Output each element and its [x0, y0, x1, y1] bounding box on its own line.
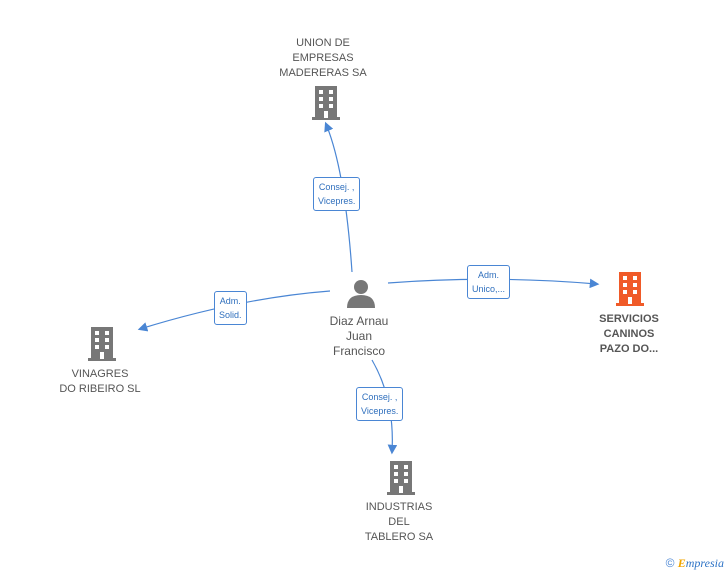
person-icon[interactable] — [345, 278, 377, 308]
building-icon[interactable] — [614, 272, 646, 306]
node-label-industrias[interactable]: INDUSTRIAS DEL TABLERO SA — [364, 501, 434, 543]
edge-label-vinagres[interactable]: Adm. Solid. — [214, 291, 247, 325]
edge-label-servicios[interactable]: Adm. Unico,... — [467, 265, 511, 299]
building-icon[interactable] — [86, 327, 118, 361]
node-label-servicios[interactable]: SERVICIOS CANINOS PAZO DO... — [599, 313, 659, 355]
building-icon[interactable] — [310, 86, 342, 120]
center-person-label[interactable]: Diaz Arnau Juan Francisco — [329, 314, 389, 358]
edge-label-industrias[interactable]: Consej. , Vicepres. — [356, 387, 404, 421]
building-icon[interactable] — [385, 461, 417, 495]
copyright-icon: © — [665, 556, 675, 570]
footer-brand[interactable]: © Empresia — [666, 556, 724, 571]
brand-logo: Empresia — [677, 556, 724, 570]
node-label-vinagres[interactable]: VINAGRES DO RIBEIRO SL — [59, 368, 141, 395]
node-label-union[interactable]: UNION DE EMPRESAS MADERERAS SA — [279, 37, 367, 79]
edge-label-union[interactable]: Consej. , Vicepres. — [313, 177, 361, 211]
